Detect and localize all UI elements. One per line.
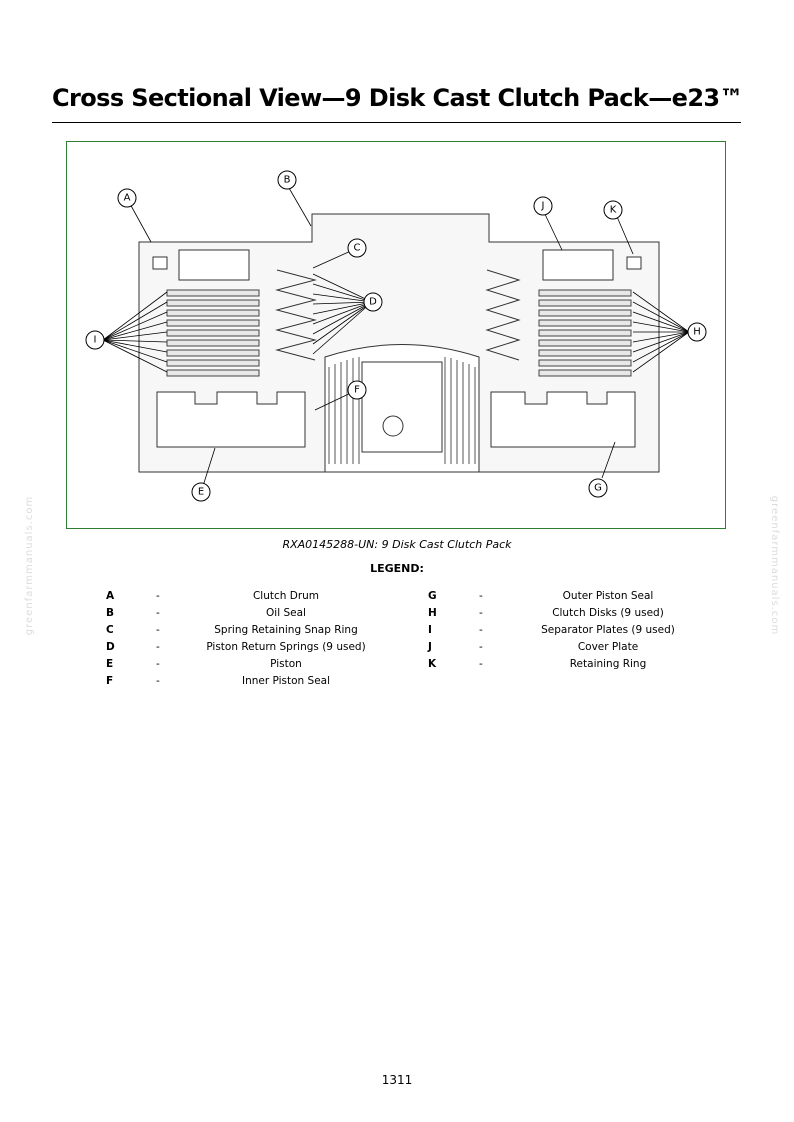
legend-text: Inner Piston Seal — [241, 675, 331, 687]
callout-d — [363, 292, 383, 312]
figure-caption: RXA0145288-UN: 9 Disk Cast Clutch Pack — [282, 538, 512, 551]
legend-dash: - — [156, 658, 160, 670]
callout-label-c: C — [354, 243, 361, 254]
callout-i — [85, 330, 105, 350]
legend-dash: - — [156, 607, 160, 619]
left-piston — [156, 391, 306, 448]
legend-right-column: G - Outer Piston Seal H - Clutch Disks (9 us… — [428, 590, 728, 675]
legend-dash: - — [156, 590, 160, 602]
callout-g — [588, 478, 608, 498]
callout-f — [347, 380, 367, 400]
legend-key: J — [428, 641, 432, 653]
legend-row: H - Clutch Disks (9 used) — [428, 607, 728, 624]
callout-label-k: K — [610, 205, 617, 216]
legend-dash: - — [156, 641, 160, 653]
callout-label-b: B — [284, 175, 291, 186]
callout-label-e: E — [198, 487, 204, 498]
legend-text: Cover Plate — [577, 641, 639, 653]
legend-title: LEGEND: — [370, 562, 424, 575]
callout-label-f: F — [354, 385, 360, 396]
callout-label-i: I — [94, 335, 97, 346]
callout-j — [533, 196, 553, 216]
legend-dash: - — [479, 590, 483, 602]
legend-key: K — [428, 658, 437, 670]
right-piston — [490, 391, 636, 448]
legend-dash: - — [156, 675, 160, 687]
legend-text: Piston Return Springs (9 used) — [206, 641, 366, 653]
legend-text: Spring Retaining Snap Ring — [214, 624, 358, 636]
callout-k — [603, 200, 623, 220]
legend-row: B - Oil Seal — [106, 607, 406, 624]
legend-key: B — [106, 607, 115, 619]
callout-label-d: D — [369, 297, 377, 308]
legend-dash: - — [479, 607, 483, 619]
legend-key: C — [106, 624, 114, 636]
left-disk-stack — [166, 289, 260, 377]
legend-text: Clutch Drum — [252, 590, 320, 602]
right-disk-stack — [538, 289, 632, 377]
page-title: Cross Sectional View—9 Disk Cast Clutch … — [52, 84, 744, 112]
legend-row: I - Separator Plates (9 used) — [428, 624, 728, 641]
legend-text: Outer Piston Seal — [562, 590, 654, 602]
callout-e — [191, 482, 211, 502]
legend-text: Retaining Ring — [569, 658, 647, 670]
clutch-pack-diagram: A B C D E F G H I J K — [85, 170, 707, 502]
legend-dash: - — [479, 624, 483, 636]
legend-row: G - Outer Piston Seal — [428, 590, 728, 607]
legend-row: K - Retaining Ring — [428, 658, 728, 675]
legend-key: D — [106, 641, 115, 653]
legend-text: Separator Plates (9 used) — [541, 624, 675, 636]
page-number: 1311 — [381, 1073, 413, 1087]
legend-text: Clutch Disks (9 used) — [552, 607, 664, 619]
callout-a — [117, 188, 137, 208]
legend-row: E - Piston — [106, 658, 406, 675]
legend-text: Oil Seal — [266, 607, 306, 619]
watermark-left: greenfarmmanuals.com — [24, 495, 36, 636]
callout-label-g: G — [594, 483, 602, 494]
hub-bore — [361, 361, 443, 453]
right-springs — [485, 269, 521, 361]
leader-lines — [102, 187, 690, 487]
right-cover-plate — [542, 249, 614, 281]
legend-dash: - — [479, 641, 483, 653]
callout-label-h: H — [693, 327, 701, 338]
legend-key: F — [106, 675, 114, 687]
callout-h — [687, 322, 707, 342]
legend-dash: - — [479, 658, 483, 670]
legend-row: F - Inner Piston Seal — [106, 675, 406, 692]
legend-key: E — [106, 658, 114, 670]
legend-dash: - — [156, 624, 160, 636]
legend-row: J - Cover Plate — [428, 641, 728, 658]
legend-row: A - Clutch Drum — [106, 590, 406, 607]
right-retaining-ring — [626, 256, 642, 270]
left-springs — [275, 269, 317, 361]
callout-label-j: J — [541, 201, 545, 212]
legend-row: C - Spring Retaining Snap Ring — [106, 624, 406, 641]
legend-key: A — [106, 590, 115, 602]
legend-key: I — [428, 624, 432, 636]
callout-c — [347, 238, 367, 258]
legend-left-column: A - Clutch Drum B - Oil Seal C - Spring Retain… — [106, 590, 406, 692]
hub-hole — [382, 415, 404, 437]
legend-key: H — [428, 607, 437, 619]
left-retaining-ring — [152, 256, 168, 270]
left-cover-plate — [178, 249, 250, 281]
legend-key: G — [428, 590, 437, 602]
callouts — [85, 170, 707, 502]
legend-text: Piston — [270, 658, 302, 670]
watermark-right: greenfarmmanuals.com — [769, 495, 781, 636]
legend-row: D - Piston Return Springs (9 used) — [106, 641, 406, 658]
title-rule — [52, 122, 741, 123]
figure-frame: A B C D E F G H I J K — [66, 141, 726, 529]
callout-b — [277, 170, 297, 190]
hub-splines — [328, 357, 476, 464]
callout-label-a: A — [124, 193, 131, 204]
